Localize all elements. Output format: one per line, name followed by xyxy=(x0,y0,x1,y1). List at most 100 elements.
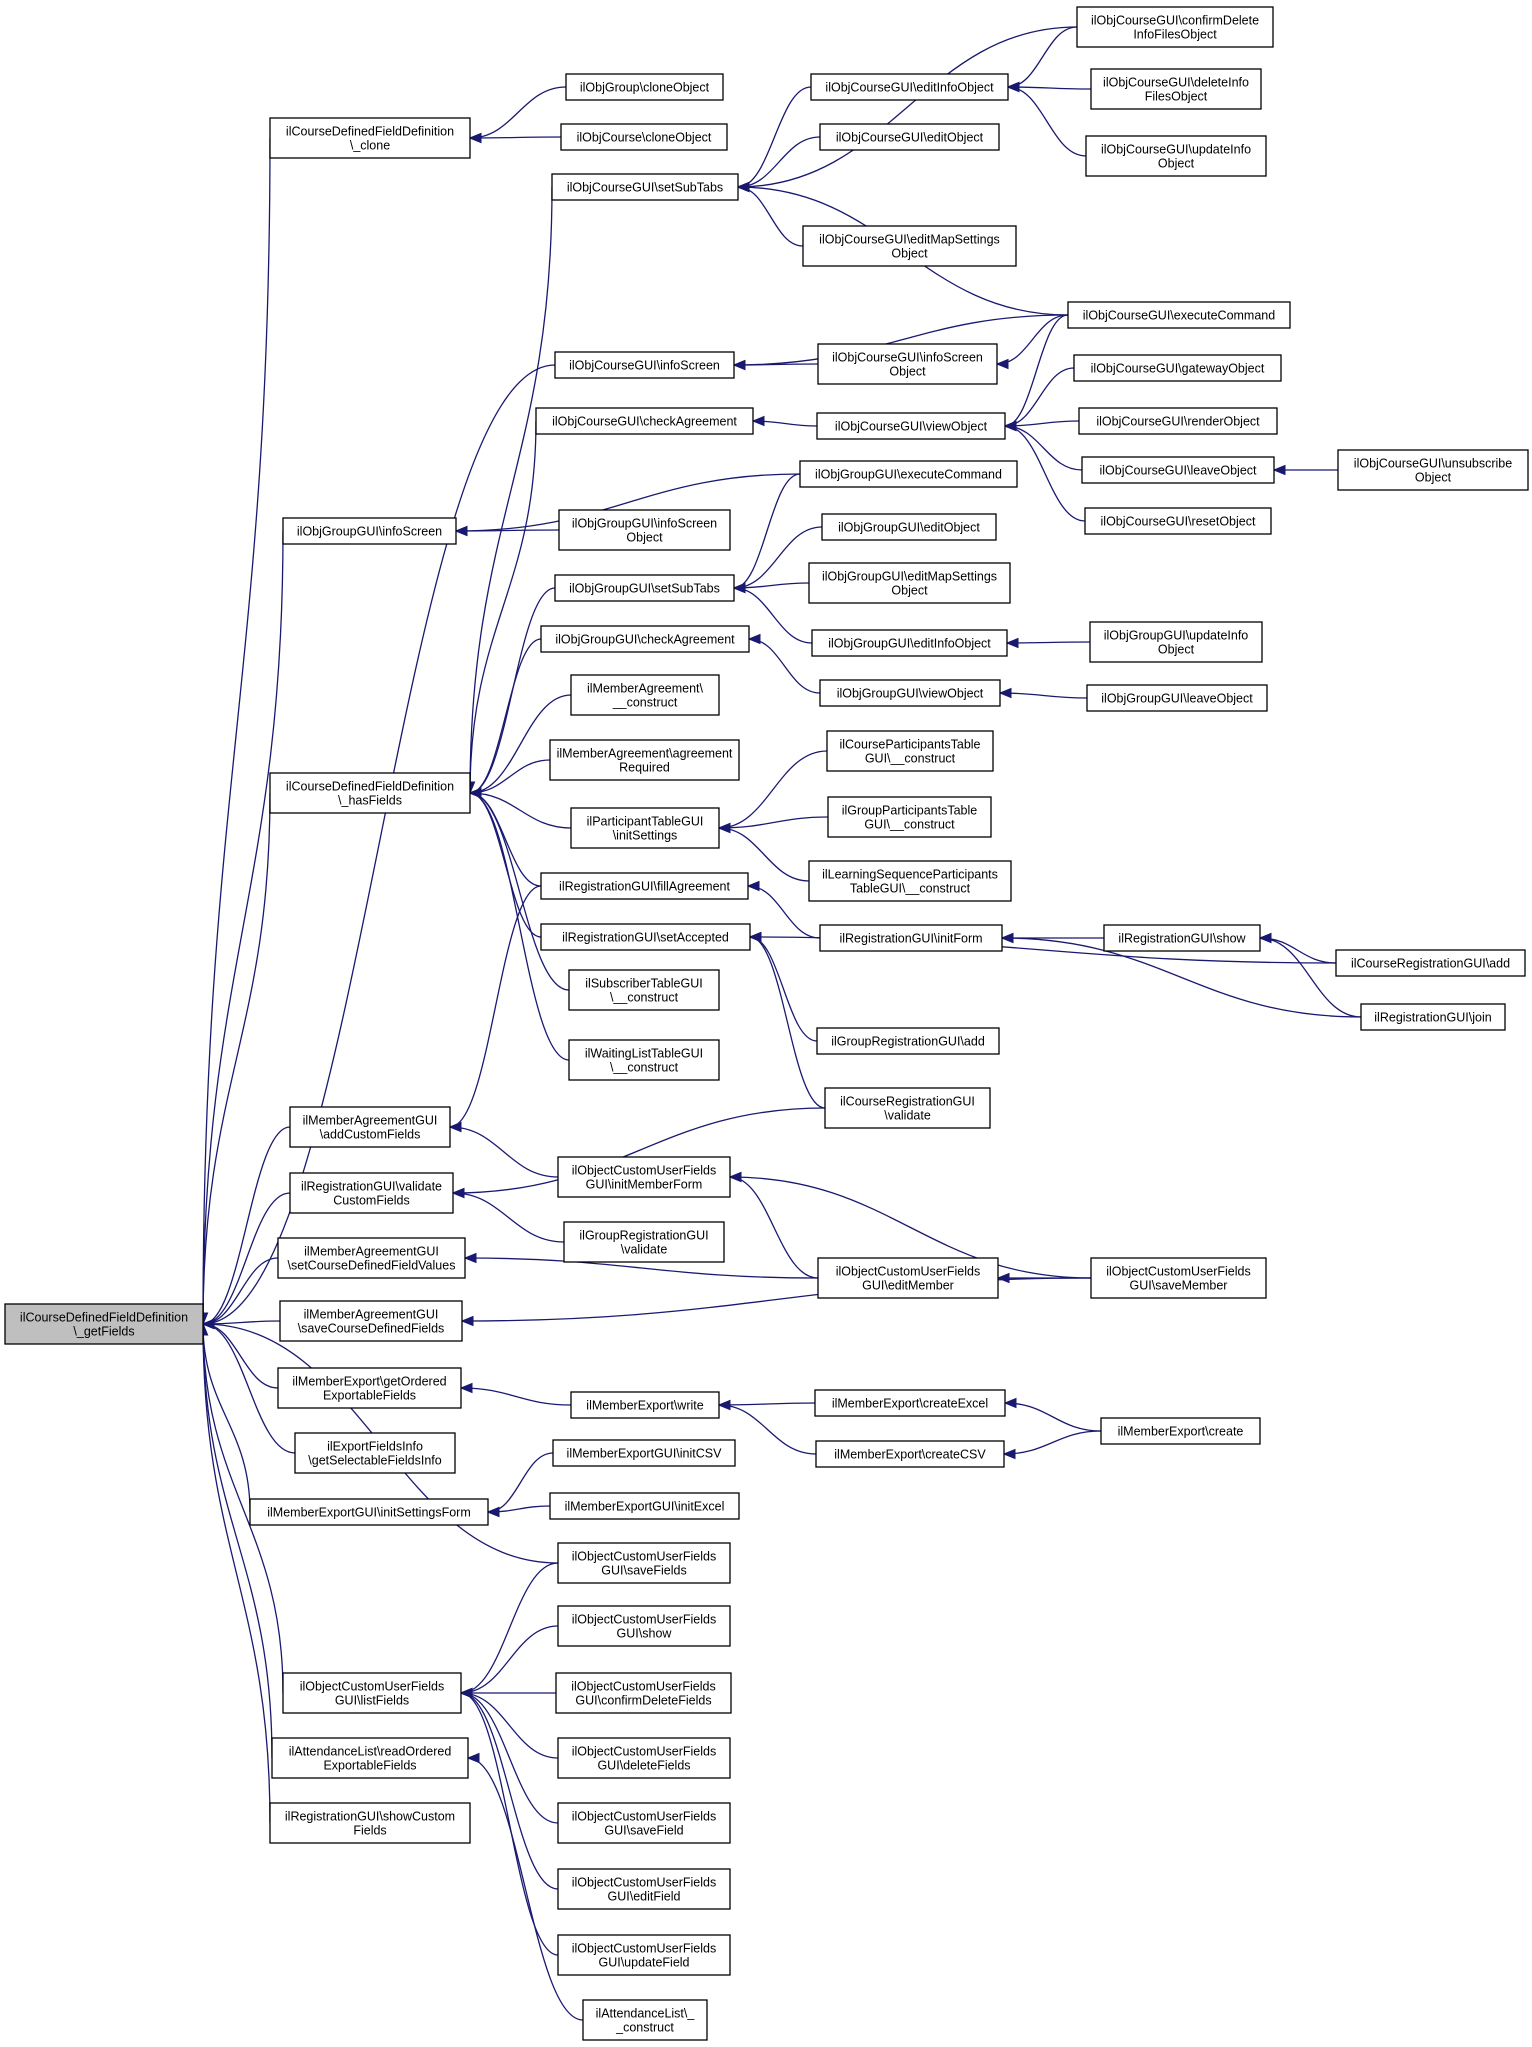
node-meCreateCSV[interactable]: ilMemberExport\createCSV xyxy=(815,1440,1005,1468)
edge-line xyxy=(202,137,271,1325)
node-label: ilObjCourseGUI\renderObject xyxy=(1096,415,1260,429)
node-grpClone[interactable]: ilObjGroup\cloneObject xyxy=(565,73,724,101)
node-crsConfirmDelete[interactable]: ilObjCourseGUI\confirmDeleteInfoFilesObj… xyxy=(1076,6,1274,48)
node-box xyxy=(1078,407,1278,435)
node-alConstruct[interactable]: ilAttendanceList\__construct xyxy=(582,1999,708,2041)
node-meCreate[interactable]: ilMemberExport\create xyxy=(1100,1417,1261,1445)
node-box xyxy=(824,1087,991,1129)
node-ptInit[interactable]: ilParticipantTableGUI\initSettings xyxy=(570,807,720,849)
node-megInitExcel[interactable]: ilMemberExportGUI\initExcel xyxy=(549,1492,740,1520)
node-crsExecute[interactable]: ilObjCourseGUI\executeCommand xyxy=(1067,301,1291,329)
node-regInitForm[interactable]: ilRegistrationGUI\initForm xyxy=(819,924,1003,952)
node-subConstruct[interactable]: ilSubscriberTableGUI\__construct xyxy=(568,969,720,1011)
node-label: GUI\saveField xyxy=(604,1824,683,1838)
node-label: ilObjectCustomUserFields xyxy=(572,1876,716,1890)
node-crsCheckAgreement[interactable]: ilObjCourseGUI\checkAgreement xyxy=(535,407,754,435)
edge-alReadOrdered-to-alConstruct xyxy=(466,1752,584,2021)
node-clone[interactable]: ilCourseDefinedFieldDefinition\_clone xyxy=(269,117,471,159)
node-ocufConfirmDelete[interactable]: ilObjectCustomUserFieldsGUI\confirmDelet… xyxy=(555,1672,732,1714)
edge-line xyxy=(452,1192,565,1243)
node-magSetValues[interactable]: ilMemberAgreementGUI\setCourseDefinedFie… xyxy=(277,1237,466,1279)
node-label: GUI\initMemberForm xyxy=(586,1178,703,1192)
node-crsClone[interactable]: ilObjCourse\cloneObject xyxy=(560,123,728,151)
node-regShow[interactable]: ilRegistrationGUI\show xyxy=(1103,924,1261,952)
node-crsReset[interactable]: ilObjCourseGUI\resetObject xyxy=(1084,507,1272,535)
node-label: ilObjGroupGUI\leaveObject xyxy=(1101,692,1253,706)
node-grpLeave[interactable]: ilObjGroupGUI\leaveObject xyxy=(1086,684,1268,712)
node-meGetOrdered[interactable]: ilMemberExport\getOrderedExportableField… xyxy=(277,1367,462,1409)
node-box xyxy=(549,739,740,781)
node-grpSetSubTabs[interactable]: ilObjGroupGUI\setSubTabs xyxy=(554,574,735,602)
node-ocufInitMember[interactable]: ilObjectCustomUserFieldsGUI\initMemberFo… xyxy=(557,1156,731,1198)
edge-line xyxy=(1007,86,1092,90)
node-crsRegValidate[interactable]: ilCourseRegistrationGUI\validate xyxy=(824,1087,991,1129)
node-megInitCSV[interactable]: ilMemberExportGUI\initCSV xyxy=(552,1439,736,1467)
node-label: ExportableFields xyxy=(323,1389,416,1403)
node-alReadOrdered[interactable]: ilAttendanceList\readOrderedExportableFi… xyxy=(271,1737,469,1779)
node-crsEditInfo[interactable]: ilObjCourseGUI\editInfoObject xyxy=(810,73,1009,101)
node-hasFields[interactable]: ilCourseDefinedFieldDefinition\_hasField… xyxy=(269,772,471,814)
node-magSave[interactable]: ilMemberAgreementGUI\saveCourseDefinedFi… xyxy=(279,1300,463,1342)
node-crsLeave[interactable]: ilObjCourseGUI\leaveObject xyxy=(1081,456,1275,484)
node-regSetAccepted[interactable]: ilRegistrationGUI\setAccepted xyxy=(540,923,751,951)
edge-arrowhead xyxy=(996,1272,1010,1284)
node-box xyxy=(557,1868,731,1910)
node-crsRender[interactable]: ilObjCourseGUI\renderObject xyxy=(1078,407,1278,435)
node-grpInfoScreen[interactable]: ilObjGroupGUI\infoScreen xyxy=(282,517,457,545)
node-grpExecute[interactable]: ilObjGroupGUI\executeCommand xyxy=(799,460,1018,488)
edge-meCreateCSV-to-meCreate xyxy=(1002,1430,1102,1460)
node-crsRegAdd[interactable]: ilCourseRegistrationGUI\add xyxy=(1335,949,1526,977)
node-lsptConstruct[interactable]: ilLearningSequenceParticipantsTableGUI\_… xyxy=(808,860,1012,902)
node-meWrite[interactable]: ilMemberExport\write xyxy=(570,1391,720,1419)
node-grpView[interactable]: ilObjGroupGUI\viewObject xyxy=(819,679,1001,707)
node-grpEdit[interactable]: ilObjGroupGUI\editObject xyxy=(821,513,997,541)
node-efiGet[interactable]: ilExportFieldsInfo\getSelectableFieldsIn… xyxy=(294,1432,456,1474)
node-crsGateway[interactable]: ilObjCourseGUI\gatewayObject xyxy=(1073,354,1282,382)
node-box xyxy=(568,1039,720,1081)
node-getFields[interactable]: ilCourseDefinedFieldDefinition\_getField… xyxy=(4,1303,204,1345)
node-crsEdit[interactable]: ilObjCourseGUI\editObject xyxy=(819,123,1000,151)
node-crsView[interactable]: ilObjCourseGUI\viewObject xyxy=(816,412,1006,440)
node-grpRegAdd[interactable]: ilGroupRegistrationGUI\add xyxy=(816,1027,1000,1055)
edge-crsInfoScreenObj-to-crsExecute xyxy=(995,314,1069,370)
node-maConstruct[interactable]: ilMemberAgreement\__construct xyxy=(570,674,720,716)
node-box xyxy=(802,225,1017,267)
node-magAdd[interactable]: ilMemberAgreementGUI\addCustomFields xyxy=(289,1106,451,1148)
edge-grpSetSubTabs-to-grpEditInfo xyxy=(732,582,813,644)
node-wlConstruct[interactable]: ilWaitingListTableGUI\__construct xyxy=(568,1039,720,1081)
node-grpRegValidate[interactable]: ilGroupRegistrationGUI\validate xyxy=(563,1221,725,1263)
node-box xyxy=(555,1672,732,1714)
node-megInitSettings[interactable]: ilMemberExportGUI\initSettingsForm xyxy=(249,1498,489,1526)
node-box xyxy=(1100,1417,1261,1445)
node-crsInfoScreen[interactable]: ilObjCourseGUI\infoScreen xyxy=(554,351,735,379)
node-crsSetSubTabs[interactable]: ilObjCourseGUI\setSubTabs xyxy=(551,173,739,201)
node-grpCheckAgreement[interactable]: ilObjGroupGUI\checkAgreement xyxy=(540,625,750,653)
node-regJoin[interactable]: ilRegistrationGUI\join xyxy=(1360,1003,1506,1031)
node-grpEditInfo[interactable]: ilObjGroupGUI\editInfoObject xyxy=(811,629,1008,657)
node-regFill[interactable]: ilRegistrationGUI\fillAgreement xyxy=(540,872,749,900)
node-meCreateExcel[interactable]: ilMemberExport\createExcel xyxy=(814,1389,1006,1417)
node-box xyxy=(294,1432,456,1474)
